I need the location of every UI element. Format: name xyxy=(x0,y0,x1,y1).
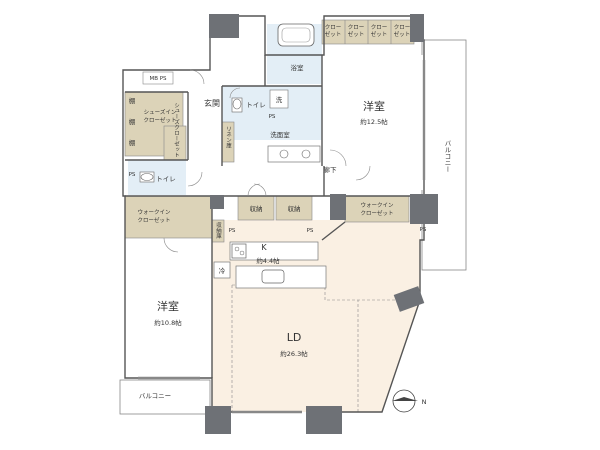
kitchen-back-counter xyxy=(229,241,319,261)
kitchen-name: K xyxy=(261,243,267,252)
walkin-right-label: ウォークインクローゼット xyxy=(360,201,394,217)
pillar xyxy=(410,14,424,42)
storage-2 xyxy=(275,195,313,221)
kitchen-size: 約4.4帖 xyxy=(256,256,280,265)
pillar xyxy=(209,14,239,38)
pillar xyxy=(410,194,438,224)
storage-vertical-label: 収納庫 xyxy=(215,222,222,240)
mb-ps-label: MB PS xyxy=(149,76,167,82)
ps-label: PS xyxy=(420,227,427,233)
toilet2-label: トイレ xyxy=(156,175,176,183)
pillar xyxy=(306,406,342,434)
ps-label: PS xyxy=(269,114,276,120)
bedroom1-size: 約12.5帖 xyxy=(360,117,388,126)
sink-icon xyxy=(261,269,285,284)
toilet1-label: トイレ xyxy=(246,101,266,109)
shoes-closet-label: シューズクローゼット xyxy=(173,103,180,158)
entrance-label: 玄関 xyxy=(204,98,220,108)
door-arc xyxy=(355,165,371,181)
linen-label: リネン庫 xyxy=(225,126,232,149)
wash-label: 洗 xyxy=(276,95,283,104)
basin-icon xyxy=(301,149,311,159)
bedroom2-floor xyxy=(125,238,212,378)
door-arc xyxy=(187,171,203,187)
right-balcony-label: バルコニー xyxy=(443,140,451,173)
closet-label: クローゼット xyxy=(325,24,342,38)
ld-name: LD xyxy=(287,331,302,344)
fridge-label: 冷 xyxy=(219,266,226,275)
bath-label: 浴室 xyxy=(291,63,305,72)
washroom-label: 洗面室 xyxy=(270,130,290,139)
walkin-closet-right xyxy=(344,195,410,223)
basin-icon xyxy=(279,149,289,159)
compass: N xyxy=(392,389,427,413)
bedroom2-name: 洋室 xyxy=(157,299,179,313)
shelf-label: 棚 xyxy=(129,117,136,126)
door-arc xyxy=(163,237,179,253)
compass-north-label: N xyxy=(422,398,427,406)
storage1-label: 収納 xyxy=(250,204,263,213)
ld-size: 約26.3帖 xyxy=(280,349,308,358)
bedroom2-size: 約10.8帖 xyxy=(154,318,182,327)
shelf-label: 棚 xyxy=(129,96,136,105)
fridge-space xyxy=(213,261,231,279)
toilet2-icon xyxy=(140,173,154,181)
stove-icon xyxy=(231,243,247,259)
shoes-in-closet-label: シューズインクローゼット xyxy=(143,108,176,124)
vanity-counter xyxy=(267,145,321,163)
closet-label: クローゼット xyxy=(371,24,388,38)
toilet1-icon xyxy=(232,98,242,110)
bathtub-icon xyxy=(277,23,315,47)
ps-label: PS xyxy=(129,172,136,178)
north-arrow-icon xyxy=(392,397,418,401)
washing-machine-space xyxy=(269,89,289,109)
right-balcony xyxy=(421,39,467,271)
door-arc xyxy=(229,87,241,99)
door-arc xyxy=(247,183,261,197)
ps-label: PS xyxy=(229,228,236,234)
pillar xyxy=(210,195,224,209)
hallway-label: 廊下 xyxy=(324,165,338,174)
shelf-label: 棚 xyxy=(129,138,136,147)
ps-label: PS xyxy=(307,228,314,234)
door-arc xyxy=(329,149,347,167)
bedroom1-name: 洋室 xyxy=(363,99,385,113)
walkin-left-label: ウォークインクローゼット xyxy=(137,208,171,224)
door-arc xyxy=(253,183,267,197)
bottom-balcony xyxy=(119,379,211,415)
storage2-label: 収納 xyxy=(288,204,301,213)
toilet2-floor xyxy=(128,160,186,195)
closet-label: クローゼット xyxy=(348,24,365,38)
door-arc xyxy=(189,69,205,85)
pillar xyxy=(330,194,346,220)
kitchen-island xyxy=(235,265,327,289)
bottom-balcony-label: バルコニー xyxy=(139,392,171,400)
pillar xyxy=(205,406,231,434)
pillar xyxy=(393,286,425,312)
closet-label: クローゼット xyxy=(394,24,411,38)
walkin-closet-left xyxy=(124,195,213,239)
